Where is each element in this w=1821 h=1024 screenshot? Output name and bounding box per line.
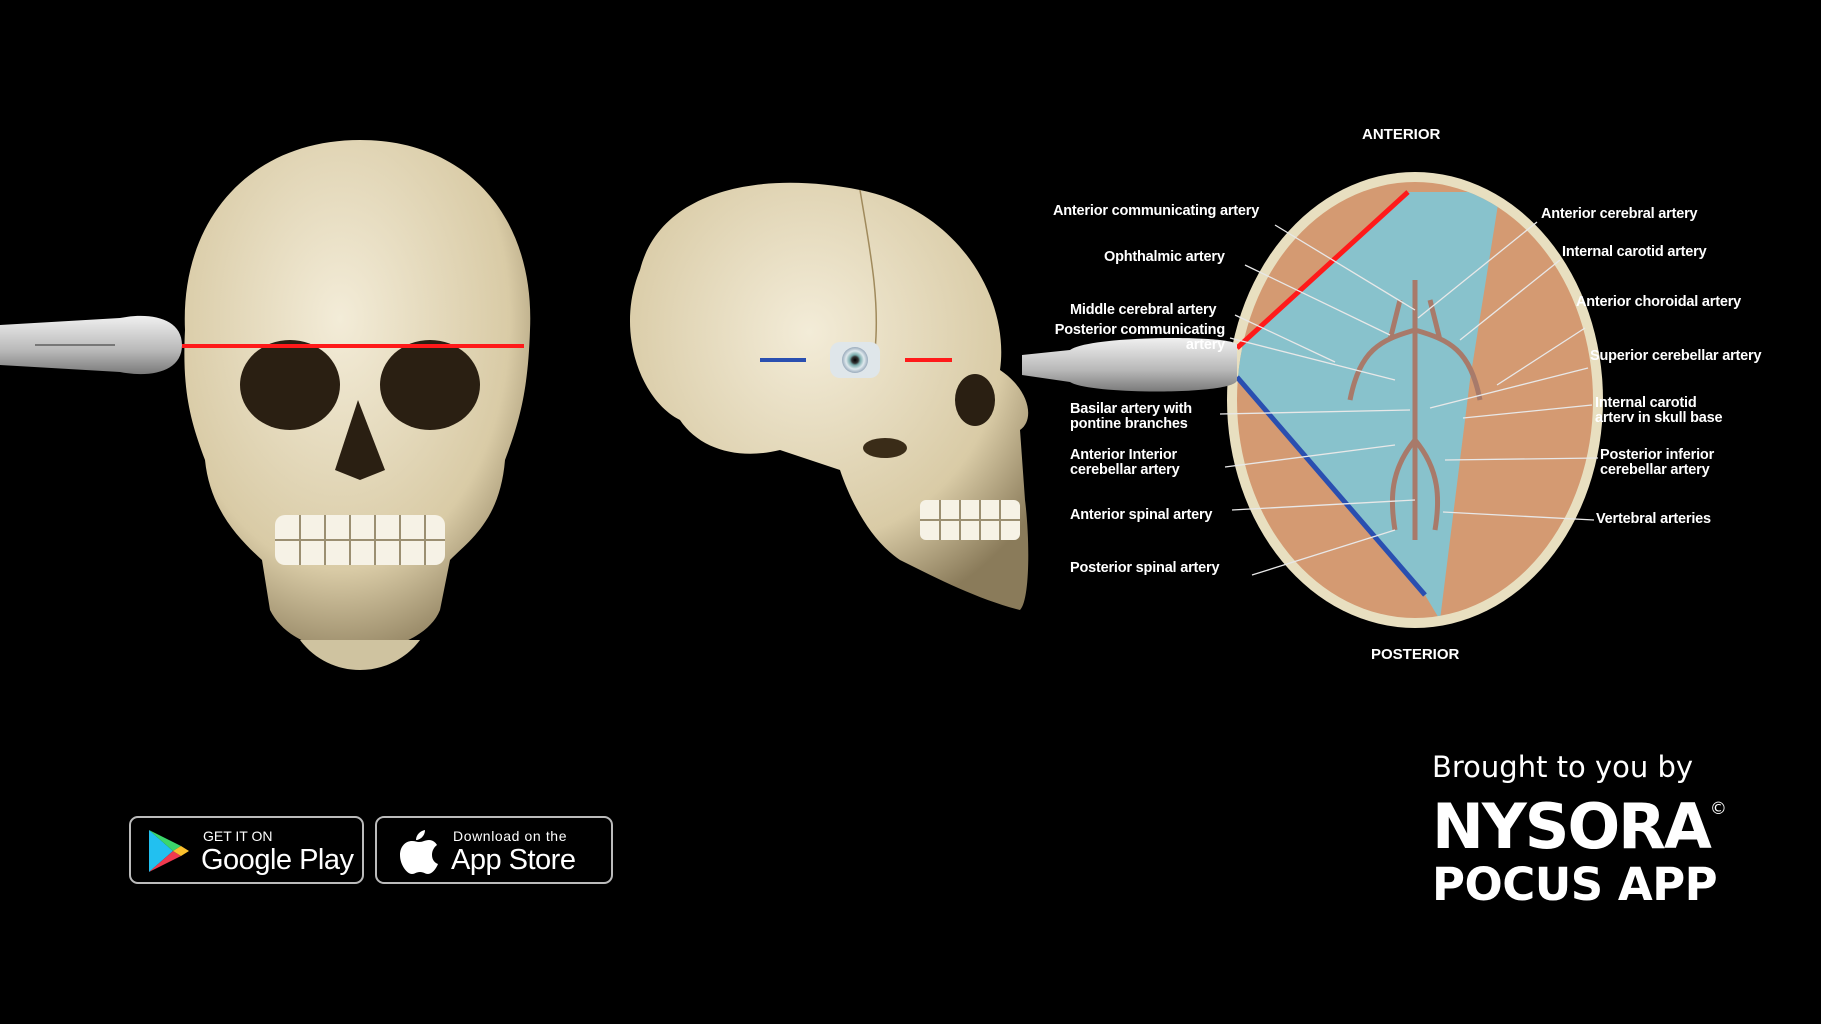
app-store-button[interactable]: Download on the App Store bbox=[375, 816, 613, 884]
label-line-2: cerebellar artery bbox=[1600, 462, 1710, 478]
label-line-1: Anterior Interior bbox=[1070, 447, 1177, 463]
label-anterior-communicating-artery: Anterior communicating artery bbox=[1053, 203, 1260, 219]
ultrasound-probe-temporal bbox=[1022, 338, 1237, 392]
leader-lines bbox=[1219, 221, 1599, 576]
eye-probe-icon bbox=[830, 342, 880, 378]
brought-to-you-by: Brought to you by bbox=[1432, 750, 1694, 784]
copyright-mark: © bbox=[1709, 799, 1727, 819]
label-anterior-cerebral-artery: Anterior cerebral artery bbox=[1541, 206, 1698, 222]
label-ophthalmic-artery: Ophthalmic artery bbox=[1104, 249, 1225, 265]
label-line-2: pontine branches bbox=[1070, 416, 1188, 432]
google-play-big-text: Google Play bbox=[201, 844, 354, 876]
nysora-logo: NYSORA© bbox=[1432, 790, 1727, 863]
label-middle-cerebral-artery: Middle cerebral artery bbox=[1070, 302, 1217, 318]
google-play-small-text: GET IT ON bbox=[203, 828, 273, 844]
label-line-1: Posterior communicating bbox=[1054, 322, 1225, 338]
label-anterior-choroidal-artery: Anterior choroidal artery bbox=[1576, 294, 1742, 310]
brand-name: NYSORA bbox=[1432, 790, 1712, 863]
insonation-line-red bbox=[1235, 190, 1410, 350]
label-vertebral-arteries: Vertebral arteries bbox=[1596, 511, 1711, 527]
ultrasound-probe-front bbox=[0, 315, 182, 375]
orientation-anterior: ANTERIOR bbox=[1362, 126, 1441, 143]
pocus-app-title: POCUS APP bbox=[1432, 858, 1718, 911]
label-line-2: cerebellar artery bbox=[1070, 462, 1180, 478]
label-anterior-spinal-artery: Anterior spinal artery bbox=[1070, 507, 1213, 523]
google-play-icon bbox=[149, 830, 189, 872]
apple-icon bbox=[400, 830, 438, 874]
app-store-small-text: Download on the bbox=[453, 828, 568, 844]
label-line-2: arterv in skull base bbox=[1595, 410, 1723, 426]
axial-skull-diagram bbox=[1227, 172, 1603, 628]
lateral-skull bbox=[629, 182, 1029, 610]
label-internal-carotid-artery: Internal carotid artery bbox=[1562, 244, 1707, 260]
label-superior-cerebellar-artery: Superior cerebellar artery bbox=[1590, 348, 1762, 364]
label-posterior-spinal-artery: Posterior spinal artery bbox=[1070, 560, 1220, 576]
label-line-1: Posterior inferior bbox=[1600, 447, 1715, 463]
orientation-posterior: POSTERIOR bbox=[1371, 646, 1460, 663]
google-play-button[interactable]: GET IT ON Google Play bbox=[129, 816, 364, 884]
label-line-1: Internal carotid bbox=[1595, 395, 1697, 411]
label-line-1: Basilar artery with bbox=[1070, 401, 1192, 417]
app-store-big-text: App Store bbox=[451, 844, 576, 876]
label-line-2: artery bbox=[1185, 337, 1225, 353]
front-skull bbox=[184, 140, 531, 670]
